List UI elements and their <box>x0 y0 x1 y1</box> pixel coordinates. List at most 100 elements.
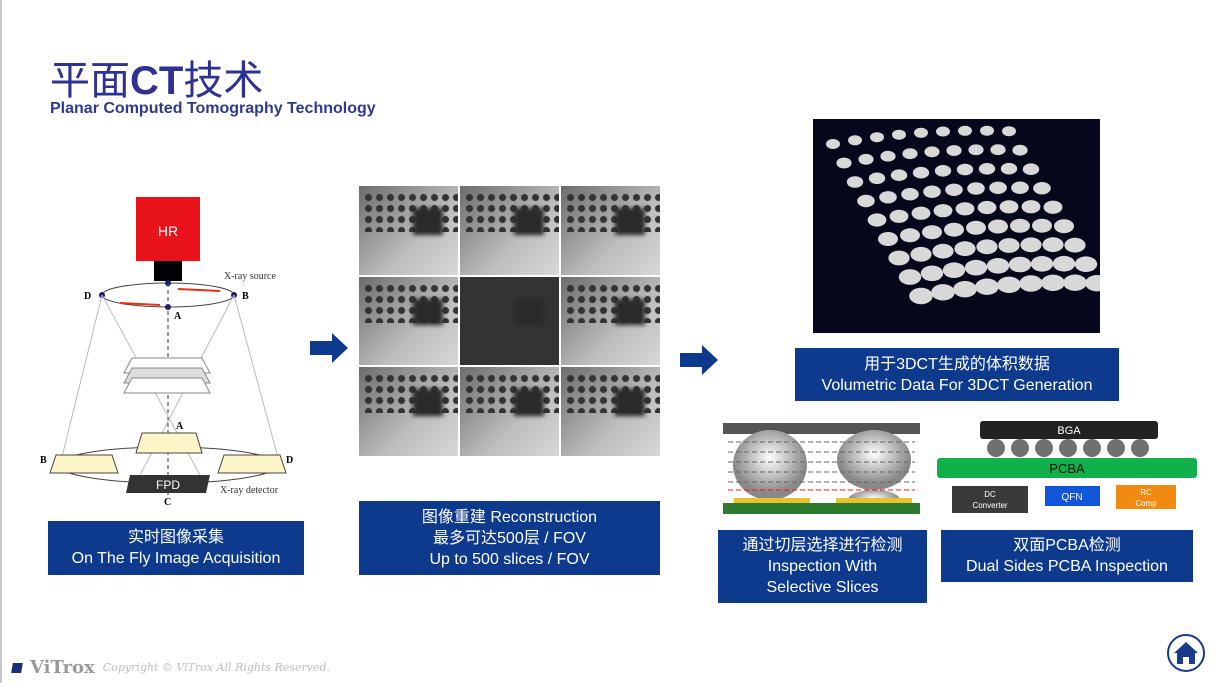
solder-ball <box>868 172 886 185</box>
slice-image <box>460 186 559 275</box>
solder-ball <box>910 246 932 262</box>
solder-ball <box>888 250 910 266</box>
solder-ball <box>900 228 920 243</box>
footer: ViTrox Copyright © ViTrox All Rights Res… <box>11 657 330 678</box>
solder-ball <box>945 183 963 196</box>
solder-ball <box>975 278 999 295</box>
dc-label: DC <box>984 490 996 499</box>
solder-ball <box>1032 218 1052 233</box>
slice-image <box>561 186 660 275</box>
slice-stack-image <box>460 276 559 366</box>
solder-ball <box>964 259 988 276</box>
caption-line: Volumetric Data For 3DCT Generation <box>821 376 1093 394</box>
solder-ball <box>836 157 852 169</box>
page-subtitle: Planar Computed Tomography Technology <box>50 100 376 117</box>
solder-ball <box>901 188 919 201</box>
volumetric-3d-image <box>813 119 1100 333</box>
right-arrow-icon <box>680 345 718 375</box>
home-icon <box>1174 642 1198 664</box>
solder-ball <box>1042 237 1064 253</box>
solder-ball <box>1012 144 1028 156</box>
solder-ball <box>880 150 896 162</box>
home-button[interactable] <box>1167 634 1205 672</box>
solder-ball <box>1010 218 1030 233</box>
solder-ball <box>1021 200 1041 214</box>
solder-ball <box>890 169 908 181</box>
solder-ball <box>1054 219 1074 234</box>
converter-label: Converter <box>972 501 1007 510</box>
solder-ball <box>946 145 962 156</box>
solder-ball <box>920 265 944 282</box>
caption-line: Dual Sides PCBA Inspection <box>966 558 1168 575</box>
caption-line: 实时图像采集 <box>127 529 224 546</box>
point-a2: A <box>176 421 184 432</box>
caption-volumetric: 用于3DCT生成的体积数据 Volumetric Data For 3DCT G… <box>795 348 1119 401</box>
solder-ball <box>990 144 1006 156</box>
point-d: D <box>84 291 91 302</box>
solder-ball <box>909 287 933 305</box>
solder-ball <box>998 238 1020 253</box>
solder-ball <box>889 209 909 223</box>
solder-ball <box>1008 256 1032 273</box>
solder-ball <box>958 125 972 136</box>
solder-ball <box>954 241 976 257</box>
detector-label: X-ray detector <box>220 485 279 496</box>
solder-ball <box>934 165 952 177</box>
solder-ball <box>997 276 1021 293</box>
solder-ball <box>912 166 930 179</box>
right-arrow-icon <box>310 333 348 363</box>
solder-ball <box>967 182 985 195</box>
solder-ball <box>923 185 941 198</box>
logo-mark <box>11 662 23 673</box>
solder-ball <box>978 163 996 175</box>
solder-ball <box>1064 237 1086 253</box>
solder-ball <box>898 269 922 285</box>
solder-ball <box>826 139 840 149</box>
solder-ball <box>1000 162 1018 175</box>
bga-label: BGA <box>1057 425 1081 437</box>
caption-line: 用于3DCT生成的体积数据 <box>864 355 1050 373</box>
solder-ball <box>1022 163 1040 175</box>
qfn-label: QFN <box>1061 492 1082 503</box>
solder-ball <box>976 239 998 255</box>
solder-ball <box>1020 237 1042 253</box>
slice-image <box>460 367 559 456</box>
solder-ball <box>966 220 986 235</box>
caption-line: 最多可达500层 / FOV <box>433 529 586 547</box>
comp-label: Comp <box>1135 499 1157 508</box>
solder-ball <box>944 222 964 237</box>
solder-ball <box>955 202 975 216</box>
caption-line: Inspection With <box>767 558 878 575</box>
solder-ball <box>922 225 942 240</box>
solder-ball <box>914 127 928 138</box>
slice-image <box>359 276 458 366</box>
solder-ball <box>867 213 887 227</box>
solder-ball <box>870 132 884 143</box>
solder-ball <box>988 219 1008 234</box>
hr-label: HR <box>158 223 178 239</box>
solder-ball <box>968 144 984 156</box>
pcba-label: PCBA <box>1049 461 1085 476</box>
slice-image <box>359 186 458 275</box>
solder-ball <box>1033 182 1051 195</box>
solder-ball <box>931 284 955 301</box>
point-b: B <box>242 291 249 302</box>
solder-ball <box>846 176 864 188</box>
solder-ball <box>986 258 1010 274</box>
solder-ball <box>1011 181 1029 194</box>
solder-ball <box>1041 274 1065 291</box>
solder-ball <box>1002 126 1016 137</box>
solder-ball <box>989 181 1007 194</box>
slice-image <box>561 367 660 456</box>
title-part: CT <box>130 59 184 103</box>
solder-ball <box>858 153 874 165</box>
solder-ball <box>892 129 906 140</box>
solder-ball <box>902 148 918 160</box>
caption-selective-slices: 通过切层选择进行检测 Inspection With Selective Sli… <box>718 530 927 603</box>
solder-ball <box>878 232 898 246</box>
caption-dual-sides: 双面PCBA检测 Dual Sides PCBA Inspection <box>941 530 1193 582</box>
hr-source-box <box>136 197 200 261</box>
solder-ball <box>953 281 977 298</box>
vitrox-logo: ViTrox <box>30 657 95 678</box>
ct-acquisition-diagram: HR X-ray source D B A A B D FPD X-ray de… <box>40 197 293 505</box>
